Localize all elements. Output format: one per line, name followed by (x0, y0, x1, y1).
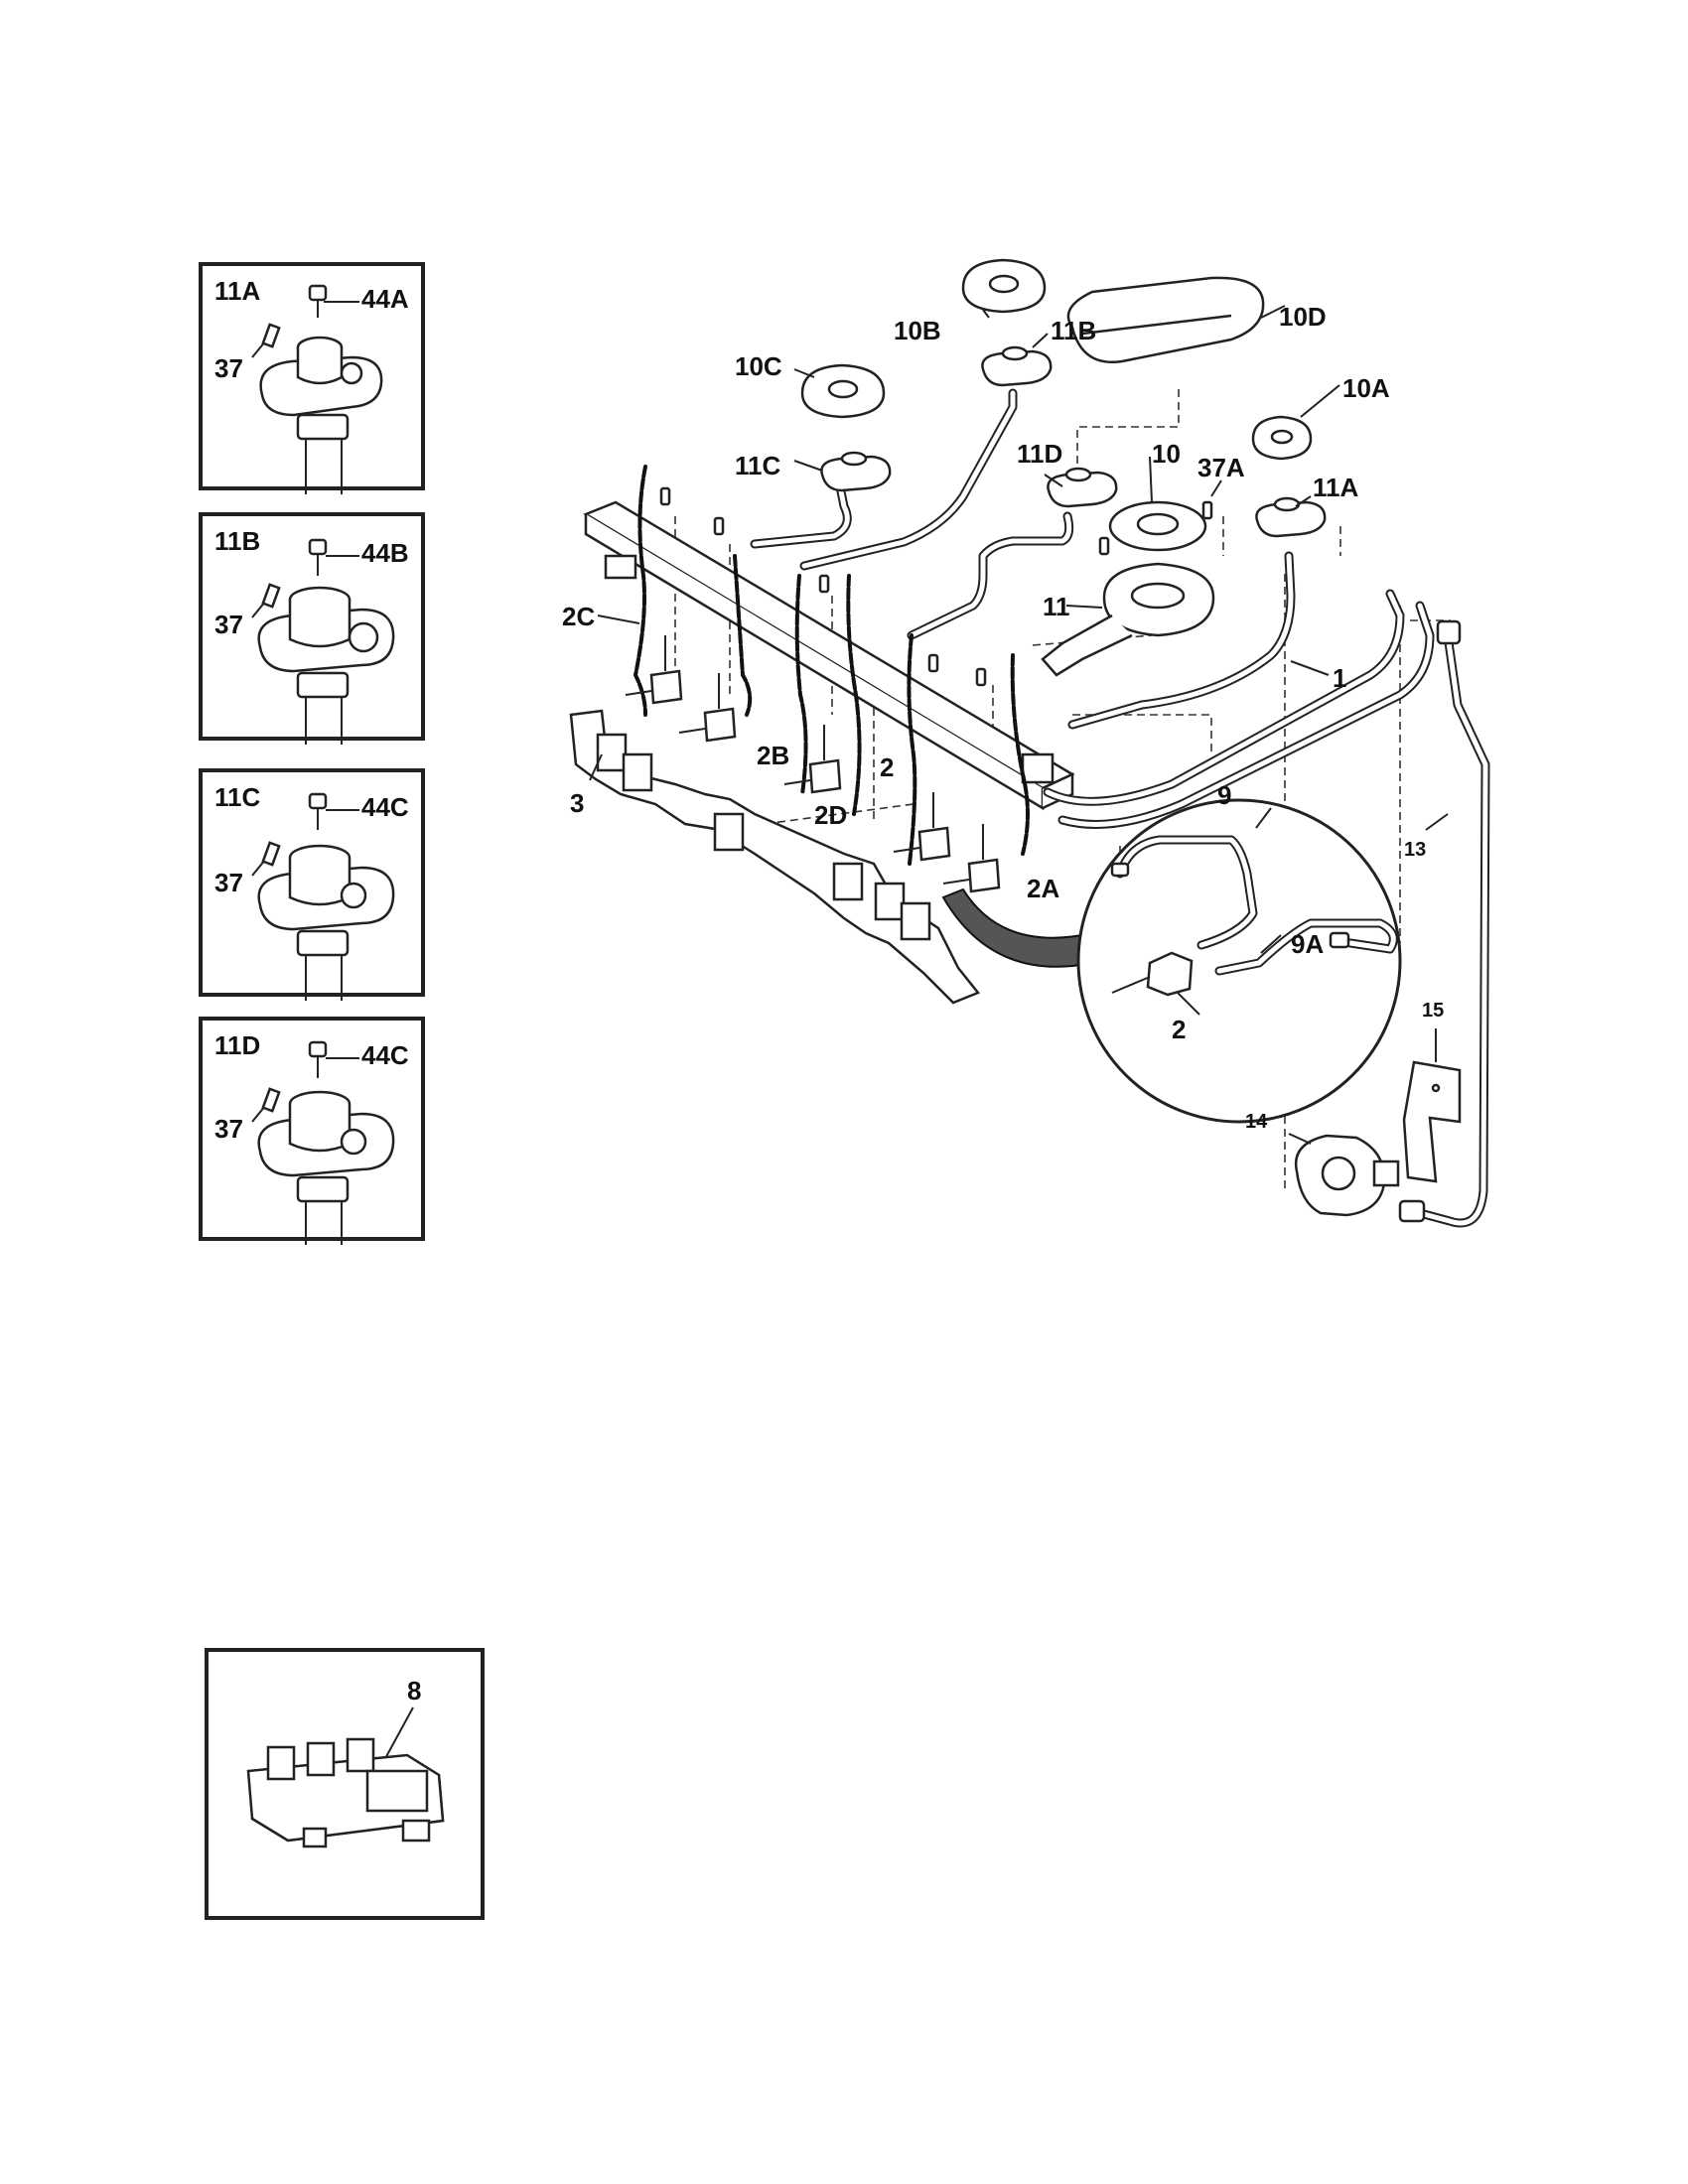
cap-label: 44A (361, 284, 409, 314)
label-13: 13 (1404, 839, 1426, 861)
label-11b: 11B (1051, 316, 1096, 345)
label-2c: 2C (562, 602, 595, 631)
igniter-label: 8 (407, 1676, 421, 1706)
screw-label: 37 (214, 610, 243, 639)
label-9a: 9A (1291, 929, 1324, 959)
label-10c: 10C (735, 351, 782, 381)
inset-11b: 11B 37 44B (199, 512, 425, 745)
label-2a: 2A (1027, 874, 1059, 903)
inset-11d: 11D 37 44C (199, 1017, 425, 1245)
screw-label: 37 (214, 868, 243, 897)
igniter-switch-illustration: 8 (246, 1676, 445, 1848)
label-9: 9 (1217, 780, 1231, 810)
inset-title: 11C (214, 782, 260, 812)
detail-circle (1076, 798, 1402, 1124)
inset-igniter: 8 (205, 1648, 485, 1920)
label-14: 14 (1245, 1111, 1268, 1133)
label-10d: 10D (1279, 302, 1327, 332)
burner-base-11d-illustration: 11D 37 44C (214, 1030, 409, 1245)
burner-tubes (750, 388, 1296, 730)
bracket-3 (569, 709, 981, 1005)
label-37a: 37A (1197, 453, 1245, 482)
burner-caps (800, 258, 1313, 461)
burner-heads (820, 345, 1327, 538)
label-3: 3 (570, 788, 584, 818)
screws (659, 486, 1213, 687)
label-2d: 2D (814, 800, 847, 830)
inset-title: 11D (214, 1030, 260, 1060)
valves (625, 635, 1001, 893)
label-11d: 11D (1017, 439, 1062, 469)
cap-label: 44C (361, 1040, 409, 1070)
label-11a: 11A (1313, 473, 1358, 502)
label-15: 15 (1422, 1000, 1444, 1022)
label-2b: 2B (757, 741, 789, 770)
burner-base-11b-illustration: 11B 37 44B (214, 526, 409, 745)
manifold-1 (583, 500, 1435, 829)
inset-11a: 11A 37 44A (199, 262, 425, 494)
wire-harnesses (633, 465, 1030, 866)
inset-title: 11A (214, 276, 260, 306)
cap-label: 44B (361, 538, 409, 568)
inset-11c: 11C 37 44C (199, 768, 425, 1001)
label-10: 10 (1152, 439, 1181, 469)
label-11: 11 (1043, 592, 1070, 621)
label-11c: 11C (735, 451, 780, 480)
label-detail-2: 2 (1172, 1015, 1186, 1044)
label-2: 2 (880, 752, 894, 782)
inset-title: 11B (214, 526, 260, 556)
label-1: 1 (1333, 663, 1346, 693)
supply-parts (1294, 619, 1490, 1228)
center-burner (1041, 500, 1215, 677)
burner-base-11c-illustration: 11C 37 44C (214, 782, 409, 1001)
burner-base-11a-illustration: 11A 37 44A (214, 276, 409, 494)
label-10a: 10A (1342, 373, 1390, 403)
leader-lines (589, 305, 1449, 1145)
cap-label: 44C (361, 792, 409, 822)
label-10b: 10B (894, 316, 941, 345)
callout-labels: 10B 11B 10D 10C 10A 10 11D 11C 37A 11A 1… (562, 302, 1444, 1133)
screw-label: 37 (214, 353, 243, 383)
screw-label: 37 (214, 1114, 243, 1144)
